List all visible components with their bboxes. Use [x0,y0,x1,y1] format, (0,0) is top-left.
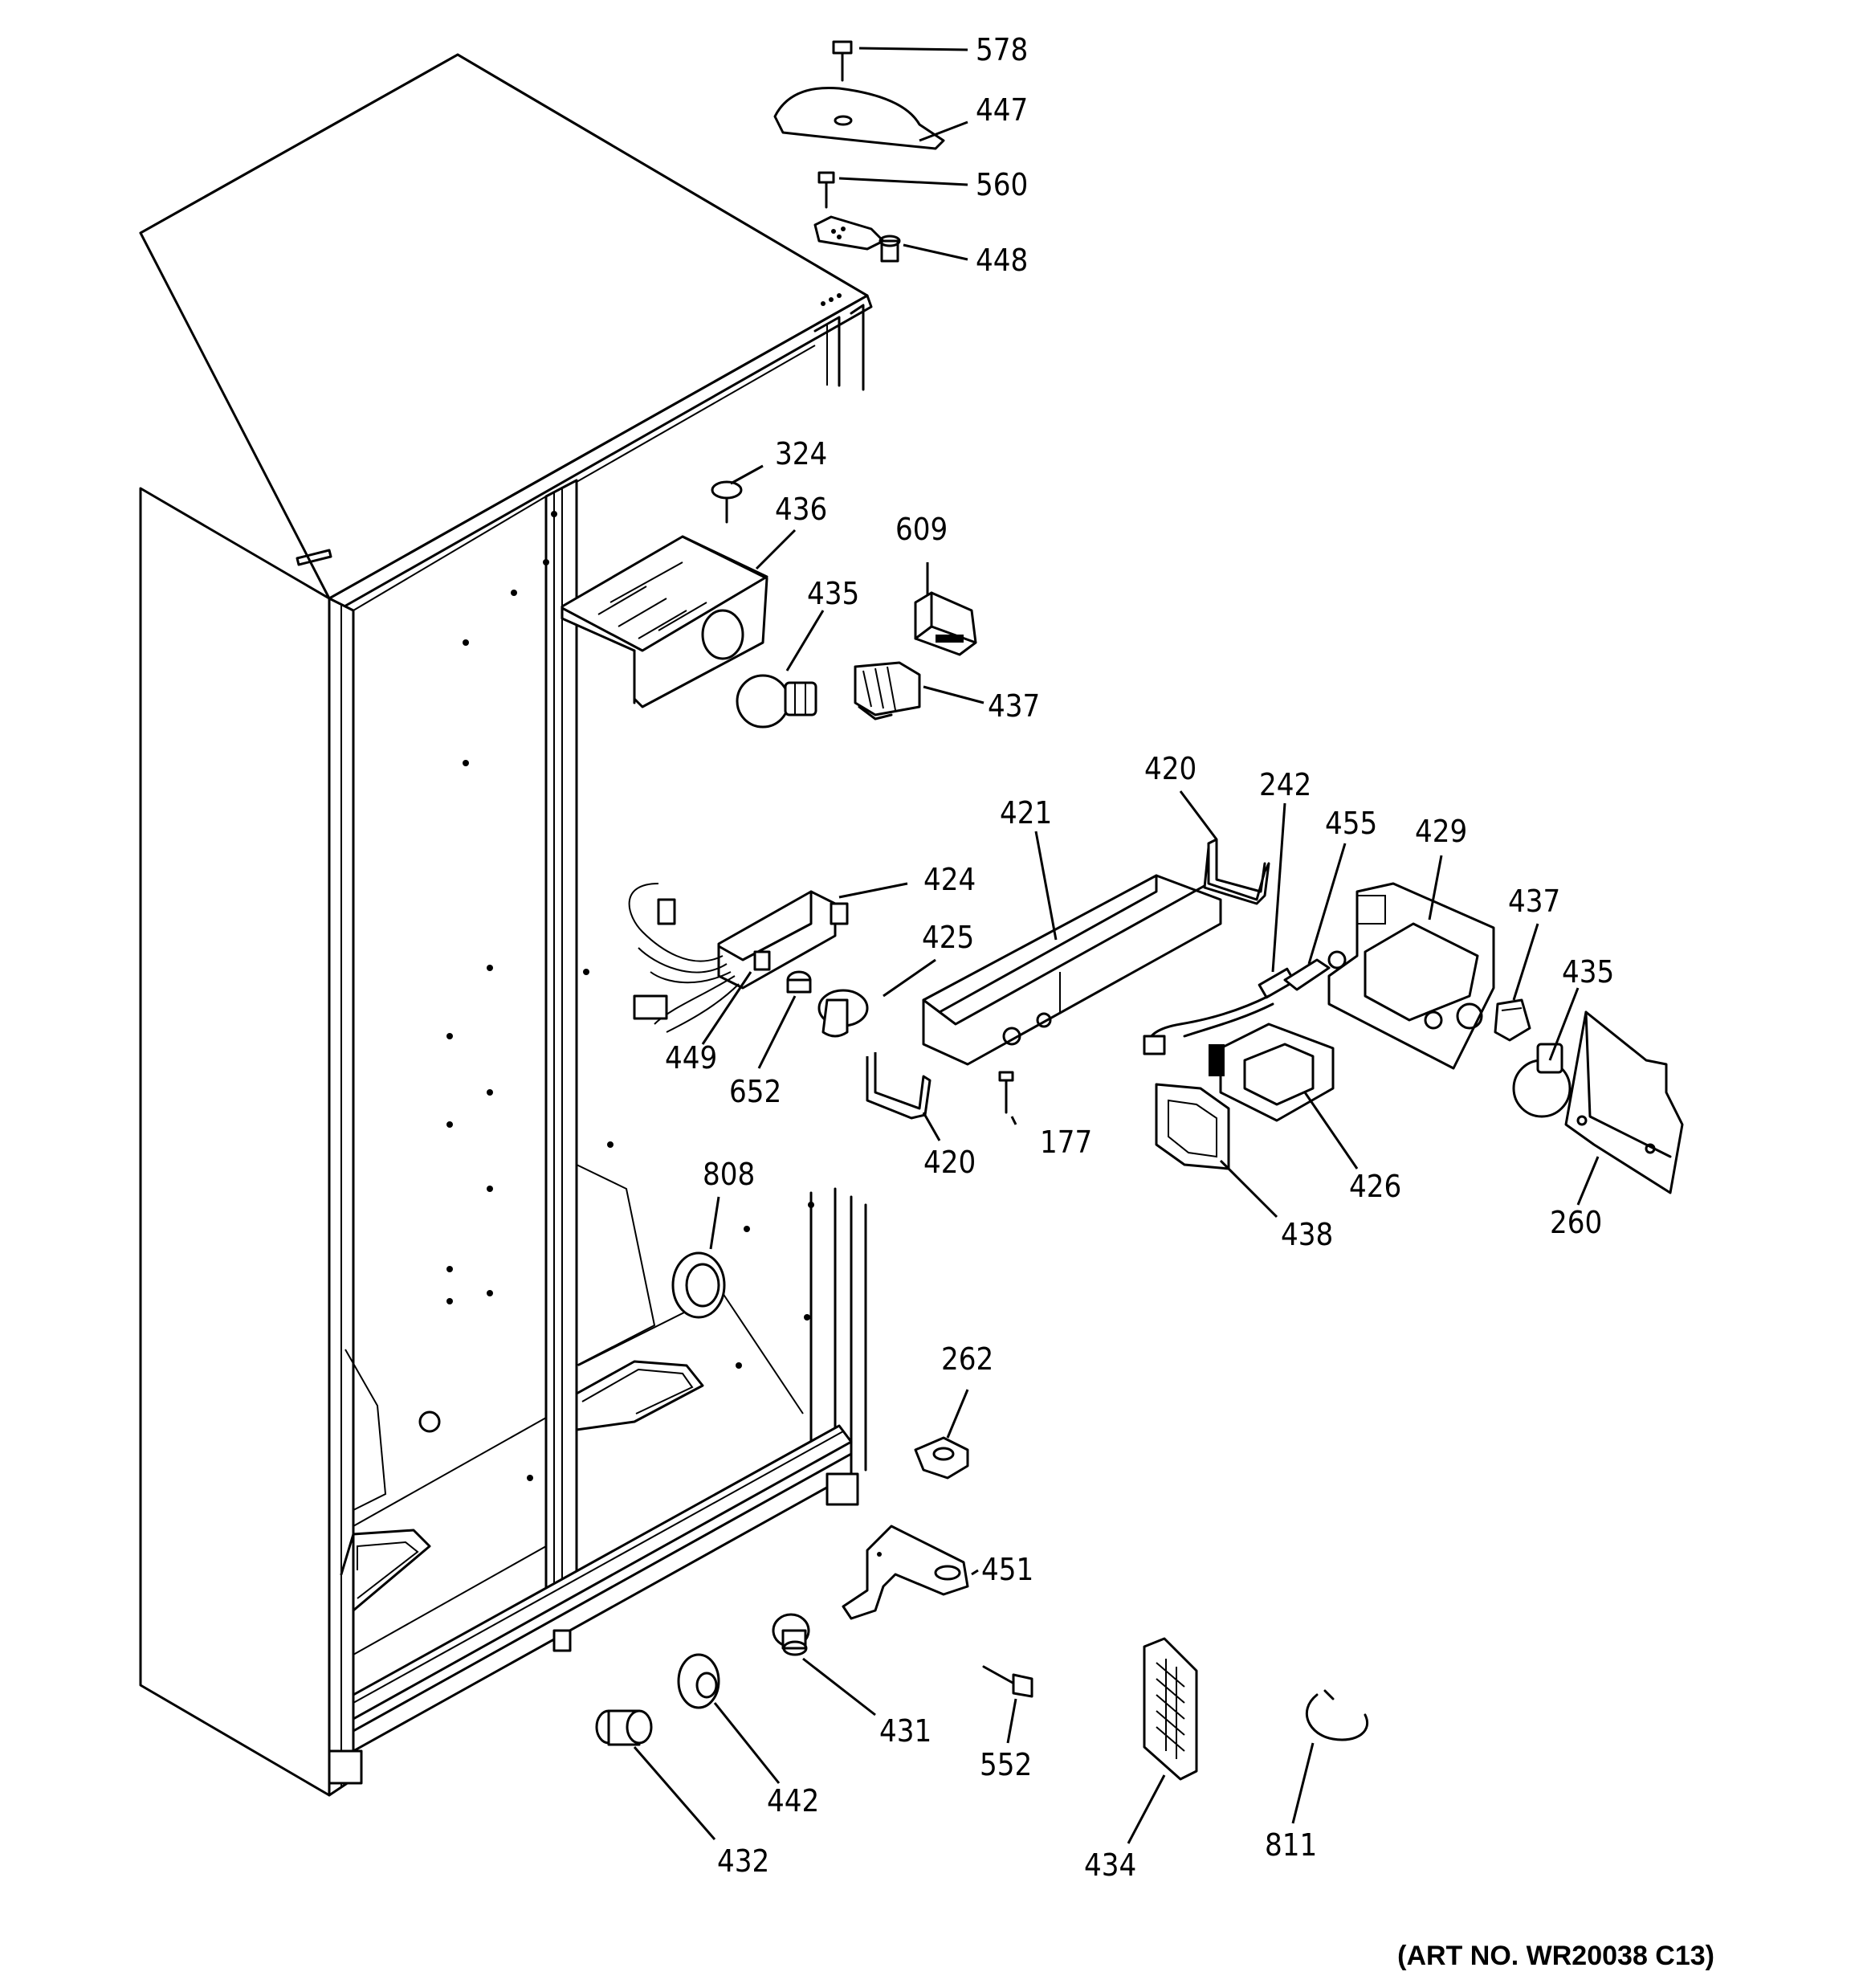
light-bulb-435b-icon [1512,1043,1572,1118]
callout-424: 424 [923,862,976,897]
screw-177-icon [998,1071,1014,1114]
callout-438: 438 [1281,1217,1333,1252]
callout-420a: 420 [1144,751,1196,786]
switch-609-icon [914,591,977,656]
callout-435a: 435 [807,576,859,611]
plug-808-icon [671,1251,726,1319]
bracket-420b-icon [866,1052,932,1120]
callout-432: 432 [717,1843,769,1879]
cabinet [139,53,873,1797]
screw-560-icon [817,171,835,209]
callout-177: 177 [1040,1125,1092,1160]
light-shield-260-icon [1564,1010,1684,1194]
callout-437a: 437 [988,688,1040,724]
callout-609: 609 [895,512,948,547]
callout-552: 552 [980,1747,1032,1782]
callout-426: 426 [1349,1169,1401,1204]
callout-435b: 435 [1562,954,1614,990]
callout-434: 434 [1084,1847,1136,1883]
callout-420b: 420 [923,1145,976,1180]
sleeve-432-icon [595,1709,653,1746]
hinge-451-icon [842,1525,969,1620]
light-bulb-435a-icon [736,674,817,729]
hinge-448-icon [813,215,901,263]
art-number: (ART NO. WR20038 C13) [1397,1941,1714,1971]
callout-labels: 578 447 560 448 324 436 609 435 437 420 … [665,32,1614,1883]
light-socket-437a-icon [854,661,921,720]
knob-425-icon [817,989,869,1038]
control-box-429-icon [1327,882,1495,1070]
callout-578: 578 [976,32,1028,67]
callout-652: 652 [729,1074,781,1109]
callout-448: 448 [976,243,1028,278]
callout-421: 421 [1000,795,1052,831]
hinge-cover-447-icon [773,86,945,150]
callout-324: 324 [775,436,827,471]
bushing-431-icon [772,1613,810,1656]
callout-808: 808 [703,1157,755,1192]
callout-811: 811 [1265,1827,1317,1863]
callout-442: 442 [767,1783,819,1819]
screw-578-icon [832,40,853,82]
fastener-324-icon [711,480,743,524]
callout-425: 425 [922,920,974,955]
leader-lines [633,47,1600,1844]
washer-442-icon [677,1653,720,1709]
light-housing-426-icon [1209,1023,1335,1122]
callout-436: 436 [775,492,827,527]
callout-447: 447 [976,92,1028,128]
callout-262: 262 [941,1341,993,1377]
callout-260: 260 [1550,1205,1602,1240]
control-housing-421-icon [922,874,1222,1066]
clip-811-icon [1306,1689,1368,1741]
grille-434-icon [1143,1637,1198,1781]
sensor-455-icon [1283,958,1331,991]
light-socket-437b-icon [1494,998,1531,1042]
callout-451: 451 [981,1552,1033,1587]
control-assembly-424-icon [628,883,849,1033]
lens-frame-438-icon [1155,1083,1230,1170]
callout-429: 429 [1415,814,1467,849]
callout-560: 560 [976,167,1028,202]
callout-431: 431 [879,1713,932,1749]
callout-437b: 437 [1508,884,1560,919]
callout-242: 242 [1259,767,1311,802]
bolt-552-icon [982,1665,1033,1698]
light-shield-436-icon [561,535,768,708]
bushing-652-icon [786,970,812,994]
bracket-420a-icon [1203,838,1270,905]
cam-262-icon [914,1436,969,1480]
callout-455: 455 [1325,806,1377,841]
callout-449: 449 [665,1040,717,1076]
